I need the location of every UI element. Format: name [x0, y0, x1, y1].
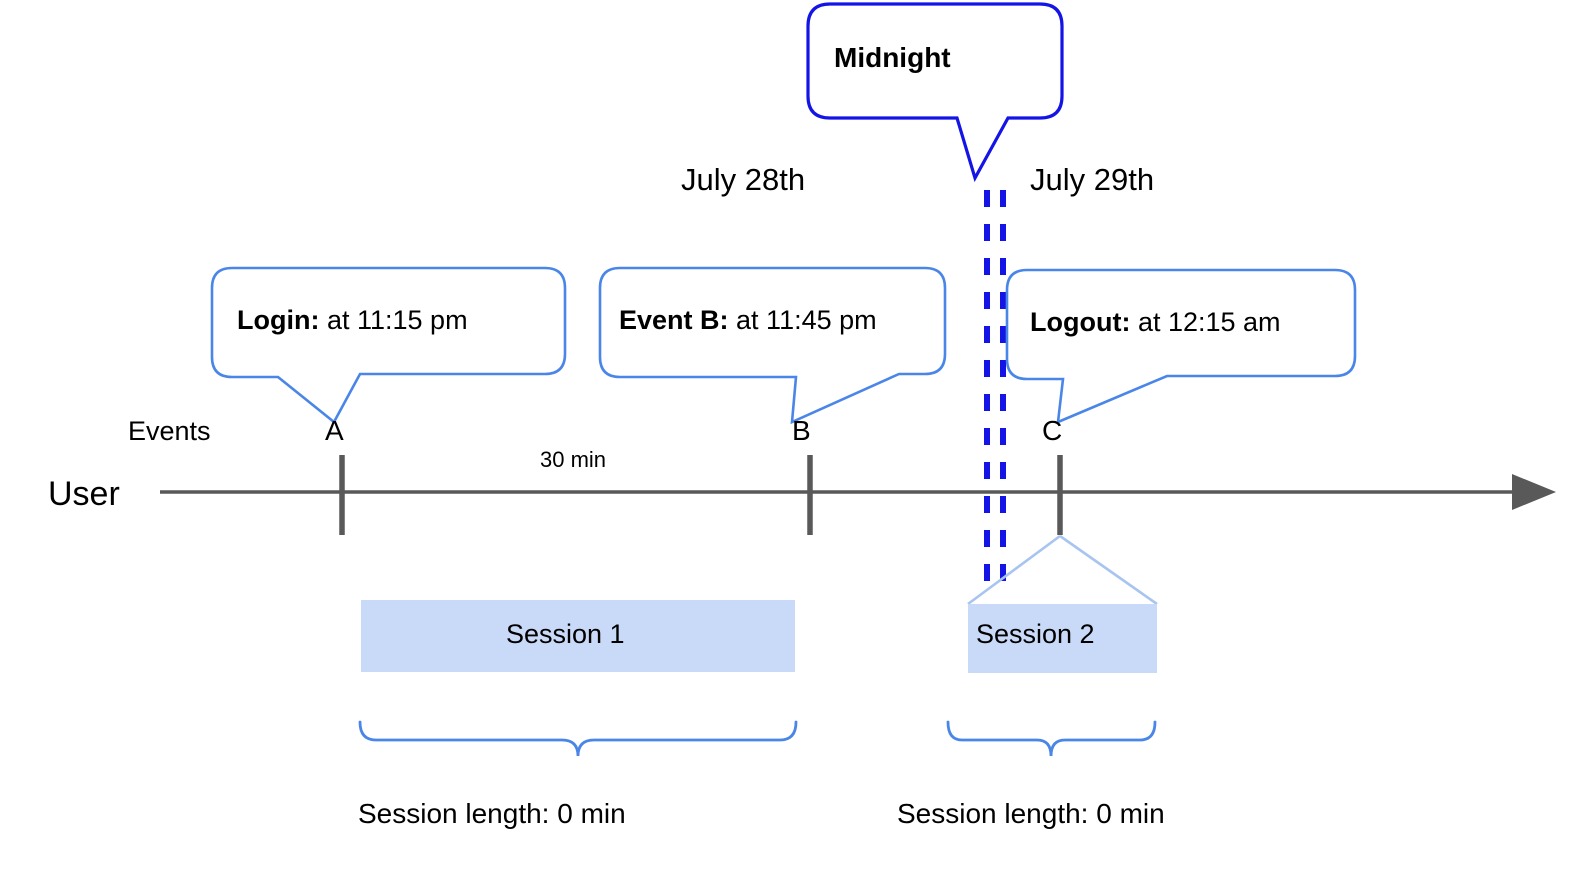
- session2-connector-right: [1059, 534, 1158, 606]
- timeline-arrowhead-icon: [1512, 474, 1556, 510]
- midnight-callout-outline: [806, 2, 1064, 183]
- date-label-july-28: July 28th: [681, 162, 806, 197]
- login-callout-bold: Login:: [237, 305, 320, 335]
- session-bars: [361, 600, 1157, 673]
- login-callout-rest: at 11:15 pm: [319, 305, 468, 335]
- session-bar-2[interactable]: [968, 604, 1157, 673]
- session-2-length-label: Session length: 0 min: [897, 798, 1165, 829]
- session-bar-1[interactable]: [361, 600, 795, 672]
- logout-callout-bold: Logout:: [1030, 307, 1131, 337]
- midnight-dashed-lines: [984, 190, 1006, 588]
- session1-brace-path: [358, 720, 798, 757]
- midnight-callout-shape[interactable]: [806, 2, 1064, 183]
- eventb-callout-rest: at 11:45 pm: [728, 305, 877, 335]
- session2-brace-path: [946, 720, 1157, 757]
- login-callout-outline: [210, 266, 567, 424]
- date-label-july-29: July 29th: [1030, 162, 1155, 197]
- event-tick-marks: [339, 455, 1063, 535]
- logout-callout-text: Logout: at 12:15 am: [1030, 309, 1281, 336]
- eventb-callout-outline: [598, 266, 947, 425]
- event-letter-a: A: [325, 415, 344, 446]
- logout-callout-rest: at 12:15 am: [1130, 307, 1281, 337]
- event-letter-b: B: [792, 415, 811, 446]
- eventb-callout-text: Event B: at 11:45 pm: [619, 307, 877, 334]
- user-row-label: User: [48, 475, 120, 513]
- logout-callout-outline: [1005, 268, 1357, 425]
- logout-callout-shape[interactable]: [1005, 268, 1357, 425]
- midnight-callout-label: Midnight: [834, 42, 951, 73]
- eventb-callout-bold: Event B:: [619, 305, 729, 335]
- session1-brace: [358, 720, 798, 757]
- login-callout-shape[interactable]: [210, 266, 567, 424]
- session2-brace: [946, 720, 1157, 757]
- interval-duration-label: 30 min: [540, 447, 607, 472]
- session2-connector-left: [967, 534, 1061, 606]
- events-row-label: Events: [128, 416, 211, 446]
- session2-connector-lines: [967, 534, 1158, 606]
- login-callout-text: Login: at 11:15 pm: [237, 307, 468, 334]
- event-letter-c: C: [1042, 415, 1063, 446]
- session-1-length-label: Session length: 0 min: [358, 798, 626, 829]
- eventb-callout-shape[interactable]: [598, 266, 947, 425]
- user-timeline-axis: [160, 474, 1556, 510]
- session-bar-1-label: Session 1: [506, 619, 625, 649]
- session-bar-2-label: Session 2: [976, 619, 1095, 649]
